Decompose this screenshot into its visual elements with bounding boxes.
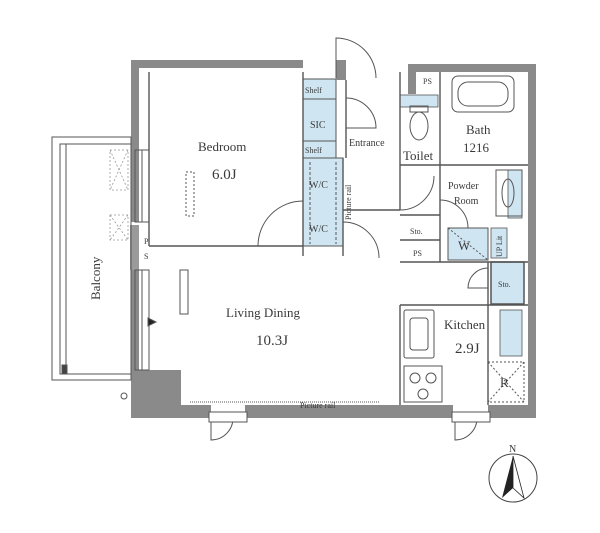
compass-north-label: N [509,444,516,455]
bottom-window-frames [208,411,491,423]
wic-label-1: W/C [309,180,328,191]
sto-left-label: Sto. [410,227,423,236]
powder-door [439,199,469,229]
ps-top-label: PS [423,77,432,86]
wic-door [345,97,377,129]
wic-label-2: W/C [309,224,328,235]
room-labels: Bedroom 6.0J Living Dining 10.3J Kitchen… [88,122,491,357]
living-dining-label: Living Dining [226,305,301,320]
shelf-top-label: Shelf [305,86,322,95]
sto-kitchen-fill [490,261,525,305]
bedroom-label: Bedroom [198,139,246,154]
kitchen-size: 2.9J [455,341,480,357]
uplit-fill [490,227,508,259]
up-lit-label: UP Lit [495,235,504,257]
toilet-bowl [409,111,429,141]
bedroom-size: 6.0J [212,167,237,183]
entrance-label: Entrance [349,138,385,149]
toilet-label: Toilet [403,148,434,163]
ps-left-label-2: S [144,252,148,261]
picture-rail-bottom-label: Picture rail [300,401,336,410]
picture-rail-vertical-label: Picture rail [344,184,353,220]
annotations: Picture rail Picture rail R [300,184,509,410]
sic-label: SIC [310,120,326,131]
balcony-hatch [109,149,129,241]
sto-kitchen-label: Sto. [498,280,511,289]
washer-label: W [458,238,471,253]
compass-arrow-icon [502,456,513,498]
ps-mid-label: PS [413,249,422,258]
fixtures [179,75,525,403]
bath-label: Bath [466,122,491,137]
fridge-label: R [500,375,509,390]
shelf-mid-label: Shelf [305,146,322,155]
sto-door [467,267,489,289]
compass-circle [488,453,538,503]
storage-labels: Shelf SIC Shelf W/C W/C Sto. Sto. PS PS … [144,77,511,289]
living-dining-size: 10.3J [256,333,288,349]
kitchen-sink [403,309,435,359]
kitchen-label: Kitchen [444,317,486,332]
toilet-shelf-fill [399,94,439,108]
powder-shelf-fill [507,169,523,219]
ps-left-label-1: P [144,237,149,246]
balcony [51,136,132,400]
toilet-door [399,175,435,211]
kitchen-counter-fill [499,309,523,357]
powder-room-label-1: Powder [448,181,479,192]
bath-size: 1216 [463,140,490,155]
balcony-label: Balcony [88,256,103,300]
entrance-door [335,37,377,79]
bedroom-door [257,200,304,247]
fridge-space [487,361,525,403]
compass: N [488,444,538,503]
sic-fill [302,98,337,142]
powder-room-label-2: Room [454,196,479,207]
cooktop [403,365,443,403]
doors [210,37,489,441]
bathtub [451,75,515,113]
living-door [342,221,380,259]
